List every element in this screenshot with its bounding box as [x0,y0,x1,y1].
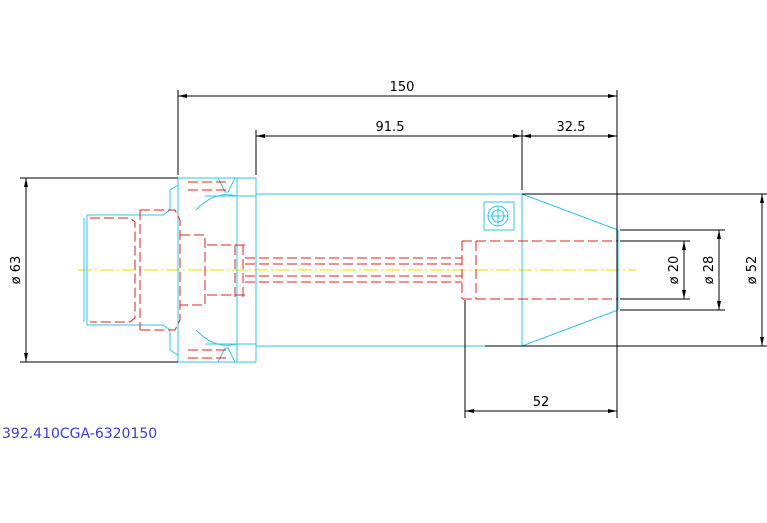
dimension-arrows [24,94,764,413]
tool-holder-outline [83,177,619,363]
dimension-lines [20,90,767,418]
dim-bore-diameter: ø 28 [702,256,717,285]
dim-length-to-face: 91.5 [376,120,405,135]
dim-bore-depth: 52 [533,395,550,410]
dim-nose-length: 32.5 [557,120,586,135]
dim-flange-diameter: ø 63 [9,256,24,285]
dim-overall-length: 150 [390,80,415,95]
hidden-lines [90,181,618,359]
dim-body-diameter: ø 52 [745,256,760,285]
part-number-label: 392.410CGA-6320150 [2,426,158,442]
dim-clamp-diameter: ø 20 [667,256,682,285]
